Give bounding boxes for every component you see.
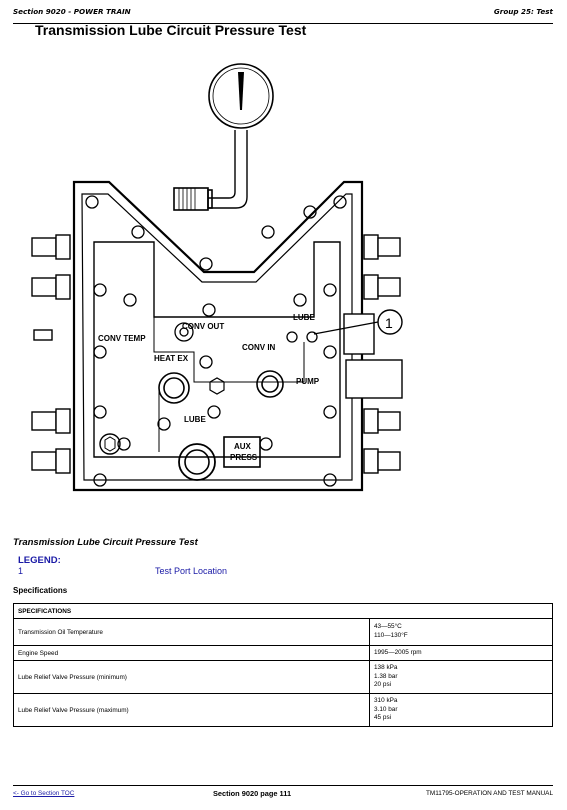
specifications-heading: Specifications <box>13 586 68 595</box>
legend-item-description: Test Port Location <box>155 566 228 576</box>
spec-name: Engine Speed <box>13 645 370 661</box>
page-footer: <- Go to Section TOC Section 9020 page 1… <box>13 785 553 799</box>
spec-value: 43—55°C 110—130°F <box>369 618 553 646</box>
group-label: Group 25: Test <box>493 7 553 16</box>
spec-value-line: 138 kPa <box>374 664 398 672</box>
table-row: Lube Relief Valve Pressure (minimum) 138… <box>13 660 553 694</box>
legend-item: 1 Test Port Location <box>18 566 418 578</box>
valve-diagram: 1 CONV OUT LUBE CONV TEMP CONV IN HEAT E… <box>31 63 403 492</box>
spec-name: Lube Relief Valve Pressure (maximum) <box>13 693 370 727</box>
table-row: Lube Relief Valve Pressure (maximum) 310… <box>13 693 553 727</box>
table-header-row: SPECIFICATIONS <box>13 603 553 619</box>
spec-value-line: 110—130°F <box>374 632 408 639</box>
table-header: SPECIFICATIONS <box>13 603 553 619</box>
manual-name: TM11795-OPERATION AND TEST MANUAL <box>425 790 553 797</box>
page-number: Section 9020 page 111 <box>213 789 292 798</box>
callout-number: 1 <box>385 315 393 331</box>
label-lube-bottom: LUBE <box>184 415 206 424</box>
section-label: Section 9020 - POWER TRAIN <box>13 7 131 16</box>
label-lube-top: LUBE <box>293 313 315 322</box>
spec-name: Transmission Oil Temperature <box>13 618 370 646</box>
legend-title: LEGEND: <box>18 555 61 566</box>
label-press: PRESS <box>230 453 258 462</box>
legend-item-number: 1 <box>18 566 24 576</box>
label-aux: AUX <box>234 442 252 451</box>
spec-value: 1995—2005 rpm <box>369 645 553 661</box>
page-header: Section 9020 - POWER TRAIN Group 25: Tes… <box>13 6 553 24</box>
spec-value: 310 kPa 3.10 bar 45 psi <box>369 693 553 727</box>
page-title: Transmission Lube Circuit Pressure Test <box>35 22 307 38</box>
spec-value-line: 1995—2005 rpm <box>374 648 422 656</box>
label-conv-out: CONV OUT <box>182 322 224 331</box>
spec-value-line: 45 psi <box>374 714 392 722</box>
spec-value-line: 1.38 bar <box>374 672 398 680</box>
label-heat-ex: HEAT EX <box>154 354 189 363</box>
spec-value-line: 310 kPa <box>374 697 398 705</box>
toc-link[interactable]: <- Go to Section TOC <box>13 790 75 797</box>
spec-value: 138 kPa 1.38 bar 20 psi <box>369 660 553 694</box>
label-conv-in: CONV IN <box>242 343 276 352</box>
table-row: Engine Speed 1995—2005 rpm <box>13 645 553 661</box>
figure-caption: Transmission Lube Circuit Pressure Test <box>13 537 198 548</box>
specifications-table: SPECIFICATIONS Transmission Oil Temperat… <box>13 603 553 727</box>
spec-value-line: 20 psi <box>374 681 392 689</box>
spec-value-line: 43—55°C <box>374 623 402 631</box>
spec-value-line: 3.10 bar <box>374 705 398 713</box>
pressure-gauge-icon <box>208 63 274 129</box>
label-conv-temp: CONV TEMP <box>98 334 146 343</box>
spec-name: Lube Relief Valve Pressure (minimum) <box>13 660 370 694</box>
label-pump: PUMP <box>296 377 320 386</box>
table-row: Transmission Oil Temperature 43—55°C 110… <box>13 618 553 646</box>
